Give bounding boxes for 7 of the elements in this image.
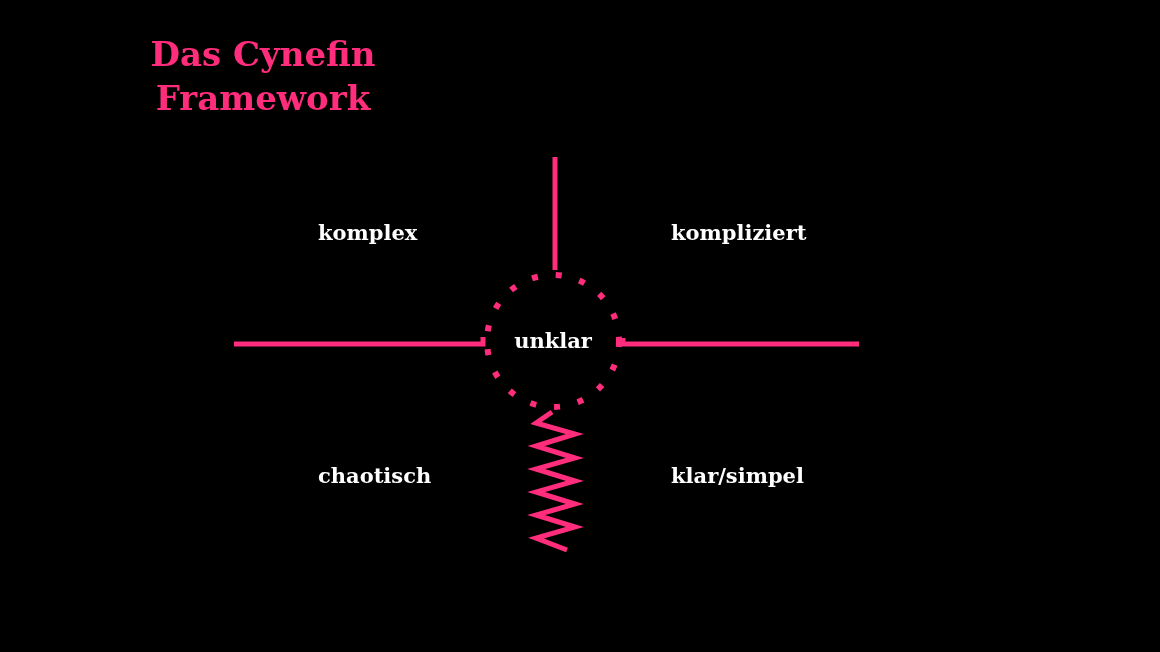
domain-label: unklar	[514, 328, 592, 354]
domain-label: chaotisch	[318, 463, 432, 489]
domain-label: klar/simpel	[671, 463, 804, 489]
dotted-circle	[484, 272, 622, 410]
domain-label: kompliziert	[671, 220, 807, 246]
domain-label: komplex	[318, 220, 418, 246]
diagram-title: Das Cynefin Framework	[149, 33, 377, 120]
